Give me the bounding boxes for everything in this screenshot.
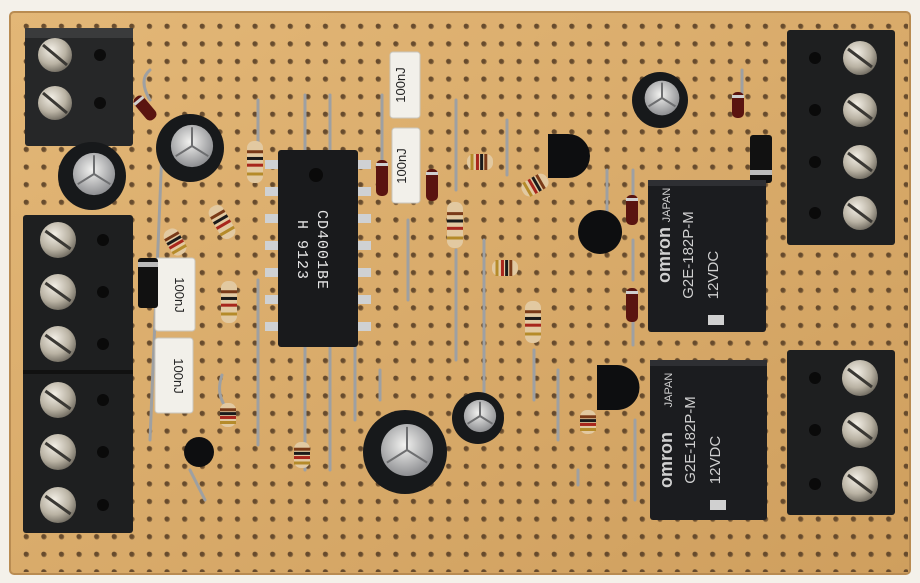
svg-text:100nJ: 100nJ bbox=[171, 358, 186, 393]
screw-icon bbox=[40, 274, 109, 310]
screw-icon bbox=[809, 93, 877, 127]
svg-text:12VDC: 12VDC bbox=[705, 251, 722, 300]
terminal-block-top-right bbox=[787, 30, 895, 245]
resistor bbox=[580, 410, 596, 434]
svg-text:G2E-182P-M: G2E-182P-M bbox=[680, 211, 697, 299]
resistor bbox=[247, 141, 263, 183]
svg-text:omron: omron bbox=[654, 227, 674, 283]
resistor bbox=[521, 173, 549, 197]
film-capacitor: 100nJ bbox=[389, 51, 421, 119]
svg-text:100nJ: 100nJ bbox=[172, 277, 187, 312]
electrolytic-capacitor bbox=[58, 142, 126, 210]
ic-part-number: CD4001BE bbox=[313, 210, 330, 290]
resistor bbox=[525, 301, 541, 343]
ic-date-code: H 9123 bbox=[293, 220, 310, 280]
resistor bbox=[221, 281, 237, 323]
film-capacitor: 100nJ bbox=[391, 127, 421, 204]
resistor bbox=[220, 403, 236, 427]
diode bbox=[133, 95, 157, 121]
terminal-block-bottom-right bbox=[787, 350, 895, 515]
resistor bbox=[467, 154, 493, 170]
resistor bbox=[447, 202, 463, 248]
svg-text:G2E-182P-M: G2E-182P-M bbox=[682, 396, 699, 484]
screw-icon bbox=[40, 222, 109, 258]
screw-icon bbox=[809, 360, 878, 396]
svg-text:12VDC: 12VDC bbox=[707, 436, 724, 485]
svg-text:100nJ: 100nJ bbox=[393, 67, 408, 102]
screw-icon bbox=[809, 41, 877, 75]
svg-text:100nJ: 100nJ bbox=[394, 148, 409, 183]
diode bbox=[626, 195, 638, 225]
screw-icon bbox=[809, 466, 878, 502]
svg-text:JAPAN: JAPAN bbox=[663, 373, 675, 408]
diode bbox=[138, 258, 158, 308]
screw-icon bbox=[40, 487, 109, 523]
diode bbox=[376, 160, 388, 196]
transistor bbox=[184, 134, 640, 467]
ic-chip: CD4001BE H 9123 bbox=[265, 150, 371, 347]
electrolytic-capacitor bbox=[156, 114, 224, 182]
electrolytic-capacitor bbox=[363, 410, 447, 494]
diode bbox=[626, 288, 638, 322]
diode bbox=[732, 92, 744, 118]
relay-top: omron JAPAN G2E-182P-M 12VDC bbox=[648, 180, 766, 332]
resistor bbox=[163, 228, 187, 256]
resistor bbox=[294, 442, 310, 468]
terminal-block-left-lower bbox=[23, 215, 133, 533]
resistor bbox=[208, 204, 236, 240]
electrolytic-capacitor bbox=[452, 392, 504, 444]
relay-bottom: omron JAPAN G2E-182P-M 12VDC bbox=[650, 360, 767, 520]
terminal-block-top-left bbox=[25, 28, 133, 146]
screw-icon bbox=[809, 412, 878, 448]
screw-icon bbox=[40, 382, 109, 418]
screw-icon bbox=[40, 326, 109, 362]
svg-text:omron: omron bbox=[656, 432, 676, 488]
screw-icon bbox=[809, 145, 877, 179]
resistor bbox=[492, 260, 518, 276]
screw-icon bbox=[40, 434, 109, 470]
electrolytic-capacitor bbox=[632, 72, 688, 128]
svg-text:JAPAN: JAPAN bbox=[661, 188, 673, 223]
film-capacitor: 100nJ bbox=[154, 257, 196, 332]
screw-icon bbox=[809, 196, 877, 230]
diode bbox=[426, 169, 438, 201]
diode bbox=[750, 135, 772, 183]
film-capacitor: 100nJ bbox=[154, 337, 194, 414]
